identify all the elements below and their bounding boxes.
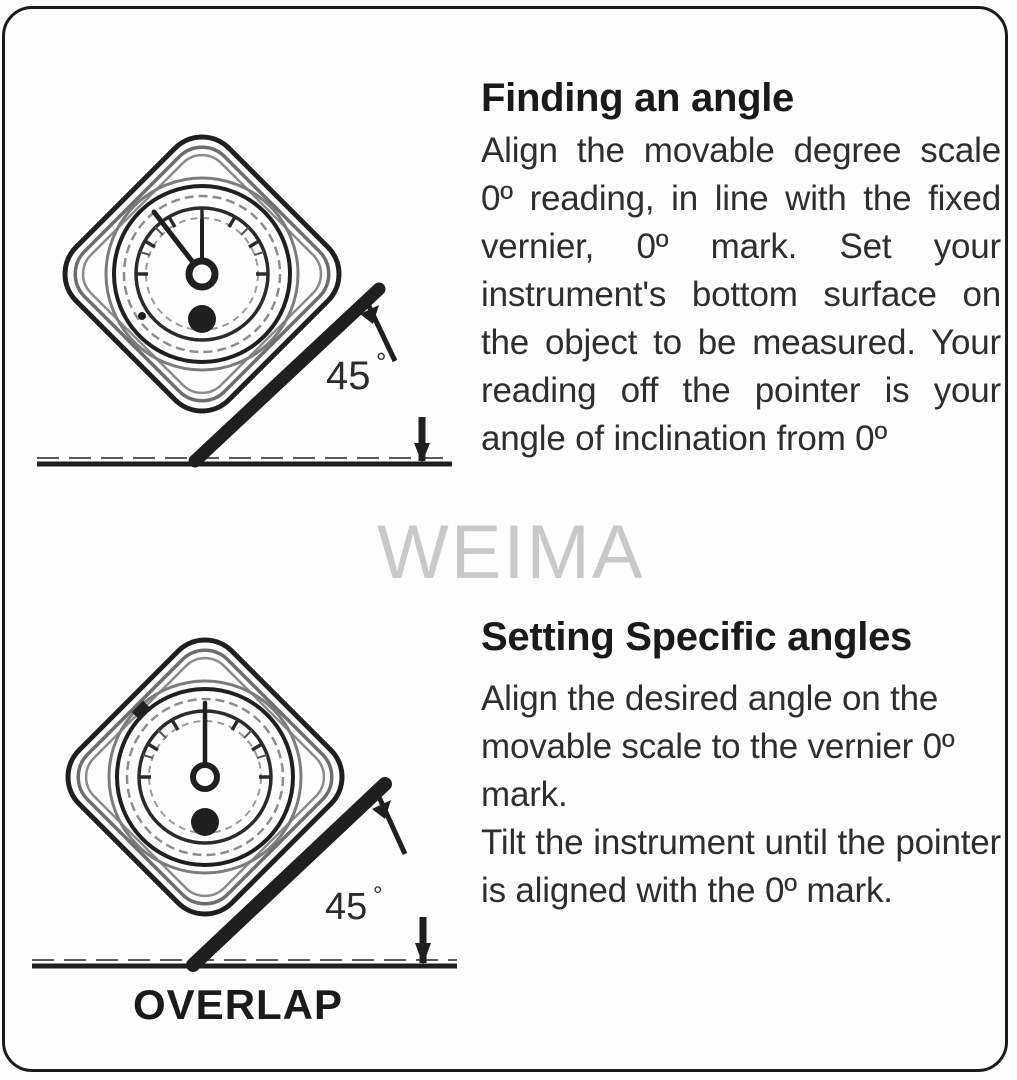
angle-label-degree-top: ° xyxy=(376,347,386,377)
section-body-setting-specific-angles-part2: Tilt the instrument until the pointer is… xyxy=(481,823,1001,910)
section-setting-specific-angles: Setting Specific angles Align the desire… xyxy=(481,605,1001,915)
angle-indicator-bottom xyxy=(372,795,408,856)
reference-arrow-top xyxy=(414,417,430,463)
section-title-finding-an-angle: Finding an angle xyxy=(481,76,794,120)
gauge-hub-top xyxy=(185,257,219,291)
watermark-text: WEIMA xyxy=(377,510,645,595)
gauge-dial-top xyxy=(104,176,300,372)
gauge-hub-bottom xyxy=(190,762,220,792)
gauge-dial-bottom xyxy=(107,679,303,875)
section-body-finding-an-angle: Align the movable degree scale 0º readin… xyxy=(481,131,1001,458)
inclined-base-edge-bottom xyxy=(186,777,392,972)
gauge-weight-dot-bottom xyxy=(191,808,219,836)
ground-line-bottom xyxy=(32,959,457,969)
inclined-base-edge-top xyxy=(188,282,386,468)
overlap-caption: OVERLAP xyxy=(133,981,344,1028)
content-frame: 45 ° xyxy=(2,6,1008,1072)
angle-indicator-top xyxy=(360,300,398,363)
reference-arrow-bottom xyxy=(415,917,431,965)
angle-label-value-bottom: 45 xyxy=(325,886,367,928)
angle-label-bottom: 45 ° xyxy=(325,882,383,928)
section-body-setting-specific-angles-part1: Align the desired angle on the movable s… xyxy=(481,679,955,814)
section-title-setting-specific-angles: Setting Specific angles xyxy=(481,615,912,659)
section-finding-an-angle: Finding an angle Align the movable degre… xyxy=(481,75,1001,463)
angle-label-degree-bottom: ° xyxy=(373,882,383,909)
diagram-setting-angle: 45 ° xyxy=(27,629,467,994)
gauge-weight-dot-top xyxy=(188,305,216,333)
ground-line-top xyxy=(37,457,452,467)
angle-label-value-top: 45 xyxy=(326,354,371,398)
angle-label-top: 45 ° xyxy=(326,347,386,398)
diagram-finding-angle: 45 ° xyxy=(27,109,467,504)
